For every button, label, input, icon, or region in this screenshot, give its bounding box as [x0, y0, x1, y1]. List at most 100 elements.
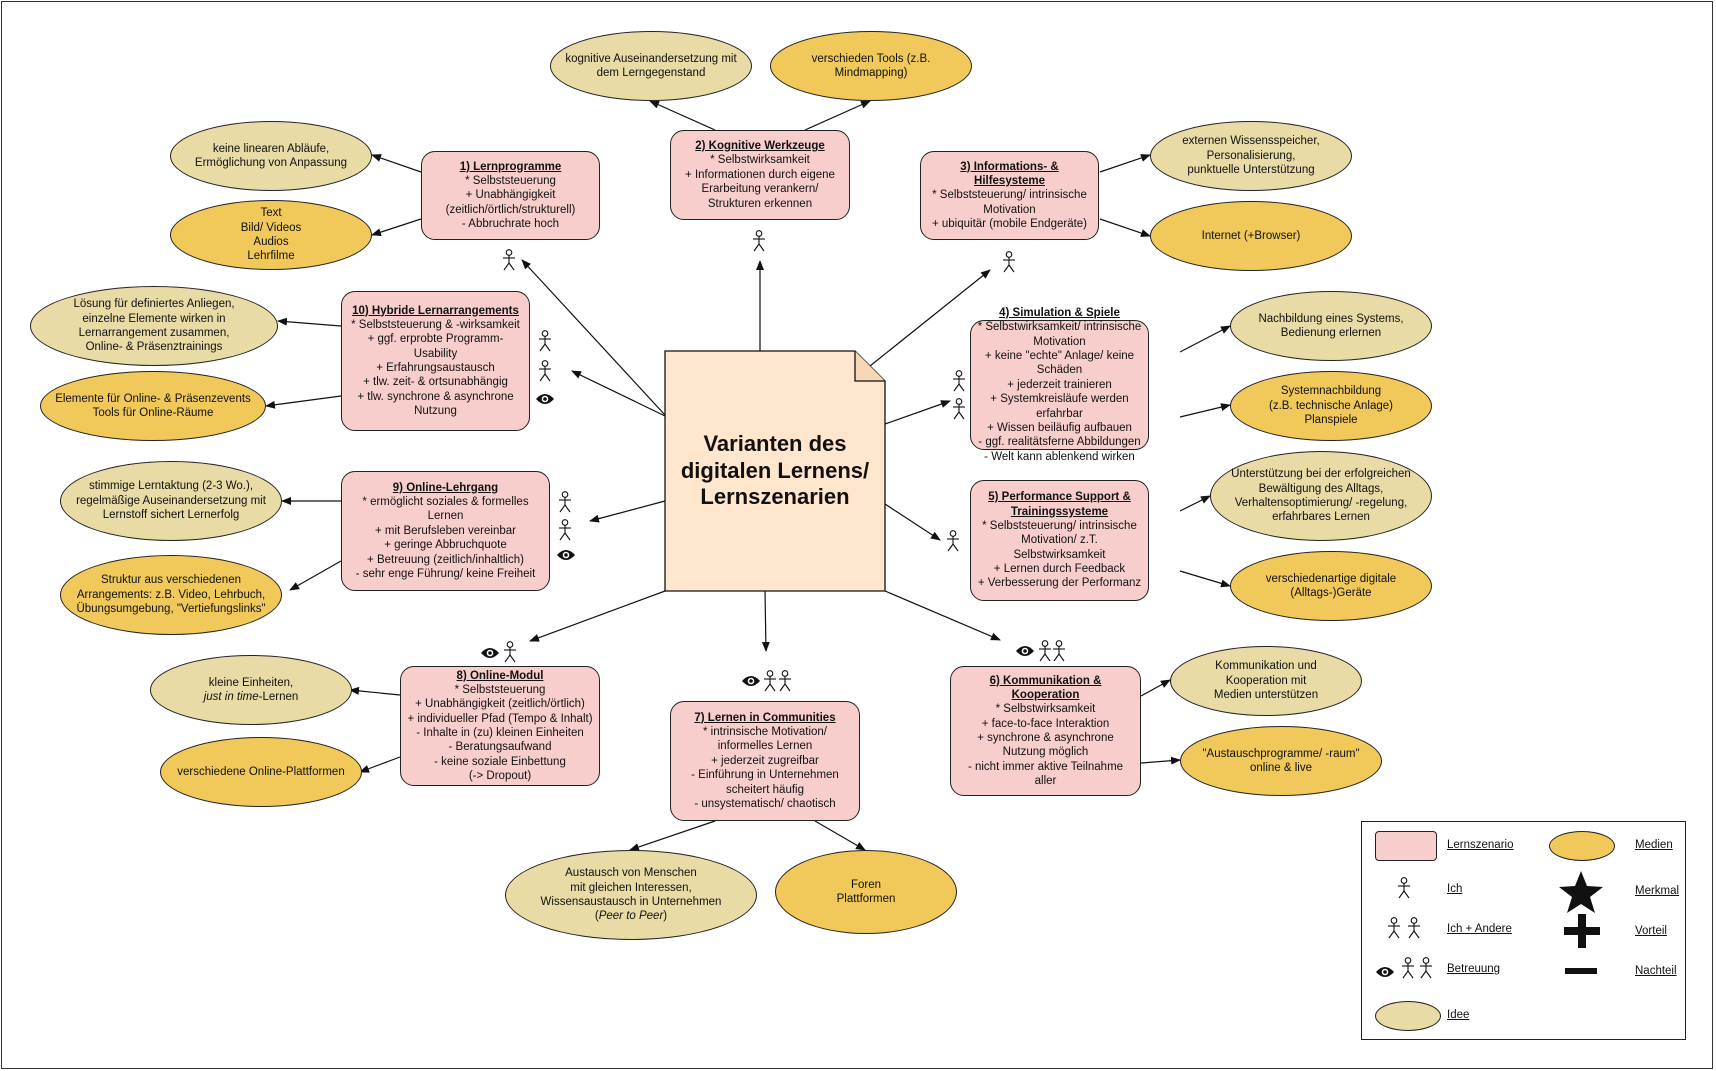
scenario-line: + Betreuung (zeitlich/inhaltlich) [367, 553, 524, 566]
scenario-line: - sehr enge Führung/ keine Freiheit [355, 567, 536, 580]
center-document-shape [664, 350, 886, 592]
ellipse-line: verschieden Tools (z.B. [811, 52, 931, 65]
idea-ellipse-7: Nachbildung eines Systems,Bedienung erle… [1230, 291, 1432, 361]
legend-advantage-label: Vorteil [1635, 925, 1667, 937]
scenario-line: + Erfahrungsaustausch [376, 362, 495, 374]
scenario-line: Nutzung [414, 405, 457, 418]
scenario-line: + keine "echte" Anlage/ keine Schäden [984, 350, 1135, 377]
scenario-line: * Selbststeuerung [465, 174, 556, 187]
ellipse-line: Lösung für definiertes Anliegen, [73, 298, 235, 311]
scenario-line: (-> Dropout) [468, 770, 532, 783]
center-title-line-3: Lernszenarien [700, 484, 850, 510]
scenario-title: 6) Kommunikation & Kooperation [989, 674, 1102, 701]
ellipse-line: keine linearen Abläufe, [212, 142, 330, 155]
edge-center-7 [761, 590, 770, 652]
ellipse-line: kognitive Auseinandersetzung mit [565, 52, 737, 65]
scenario-line: + Unabhängigkeit [465, 189, 556, 202]
center-title-line-1: Varianten des [703, 431, 847, 457]
scenario-line: - Welt kann ablenkend wirken [984, 450, 1135, 463]
scenario-line: - ggf. realitätsferne Abbildungen [978, 436, 1141, 449]
edge-center-3 [869, 269, 991, 367]
ellipse-line: (Peer to Peer) [594, 910, 668, 923]
media-ellipse-16: verschiedene Online-Plattformen [160, 737, 362, 807]
edge-1-idea [371, 154, 422, 173]
scenario-line: aller [1034, 775, 1057, 788]
edge-8-media [359, 756, 401, 773]
edge-center-10 [571, 370, 666, 417]
legend-minus-icon [1565, 962, 1599, 980]
scenario-line: + ubiquitär (mobile Endgeräte) [931, 218, 1088, 231]
ellipse-line: kleine Einheiten, [208, 676, 294, 689]
edge-4-media [1179, 403, 1231, 418]
scenario-line: + tlw. synchrone & asynchrone [357, 390, 514, 403]
media-ellipse-4: verschieden Tools (z.B. Mindmapping) [770, 31, 972, 101]
scenario-box-6: 6) Kommunikation & Kooperation * Selbstwi… [950, 666, 1141, 796]
scenario-line: - nicht immer aktive Teilnahme [967, 760, 1124, 773]
eye-icon [480, 646, 500, 665]
scenario-title: 3) Informations- & Hilfesysteme [960, 160, 1059, 187]
scenario-line: * intrinsische Motivation/ [703, 726, 827, 739]
scenario-line: * Selbstwirksamkeit/ intrinsische [977, 321, 1142, 334]
legend-star-icon [1557, 870, 1605, 919]
scenario-line: * Selbststeuerung/ intrinsische [932, 189, 1087, 202]
scenario-line: * Selbstwirksamkeit [710, 154, 810, 167]
scenario-title: 2) Kognitive Werkzeuge [695, 140, 825, 153]
ellipse-line: just in time-Lernen [203, 691, 299, 703]
scenario-line: Motivation/ z.T. Selbstwirksamkeit [1013, 534, 1106, 561]
edge-10-idea [277, 317, 342, 327]
person-icon [778, 670, 792, 697]
edge-5-idea [1179, 495, 1211, 512]
ellipse-line: regelmäßige Auseinandersetzung mit [76, 494, 266, 507]
scenario-line: scheitert häufig [726, 783, 804, 796]
scenario-title: 10) Hybride Lernarrangements [352, 304, 519, 317]
ellipse-line: Kommunikation und Kooperation mit [1215, 660, 1317, 687]
scenario-line: + jederzeit trainieren [1007, 378, 1112, 391]
person-icon [752, 230, 766, 257]
scenario-box-2: 2) Kognitive Werkzeuge* Selbstwirksamkei… [670, 130, 850, 220]
scenario-box-1: 1) Lernprogramme* Selbststeuerung+ Unabh… [421, 151, 600, 240]
idea-ellipse-5: externen Wissensspeicher,Personalisierun… [1150, 121, 1352, 191]
ellipse-line: Mindmapping) [834, 67, 908, 79]
scenario-line: + Informationen durch eigene [685, 168, 835, 181]
scenario-line: * Selbststeuerung/ intrinsische [982, 519, 1137, 532]
legend-media-swatch [1549, 831, 1615, 861]
scenario-box-4: 4) Simulation & Spiele * Selbstwirksamkei… [970, 307, 1149, 463]
scenario-title: 4) Simulation & Spiele [999, 306, 1120, 319]
person-icon [763, 670, 777, 697]
ellipse-line: Planspiele [1304, 414, 1358, 427]
ellipse-line: mit gleichen Interessen, [570, 881, 692, 894]
scenario-line: * Selbststeuerung [454, 683, 546, 696]
edge-4-idea [1179, 325, 1231, 353]
person-icon [558, 519, 572, 546]
ellipse-line: Lernstoff sichert Lernerfolg [102, 509, 240, 522]
legend-person-pair-icon [1387, 917, 1421, 944]
ellipse-line: Tools für Online-Räume [92, 407, 214, 419]
legend-idea-label: Idee [1447, 1009, 1470, 1021]
edge-center-1 [521, 259, 666, 416]
scenario-line: - unsystematisch/ chaotisch [694, 797, 836, 810]
legend-feature-label: Merkmal [1635, 885, 1680, 897]
scenario-line: + ggf. erprobte Programm-Usability [367, 333, 504, 360]
scenario-line: * ermöglicht soziales & formelles [362, 496, 529, 509]
edge-center-5 [884, 503, 941, 541]
edge-8-idea [349, 686, 401, 696]
scenario-line: Motivation [1033, 335, 1086, 348]
ellipse-line: online & live [1249, 762, 1312, 774]
scenario-line: * Selbstwirksamkeit [995, 703, 1096, 716]
ellipse-line: einzelne Elemente wirken in [82, 312, 226, 325]
person-icon [952, 398, 966, 425]
ellipse-line: Plattformen [836, 893, 896, 905]
ellipse-line: Lernarrangement zusammen, [78, 327, 230, 339]
ellipse-line: punktuelle Unterstützung [1187, 164, 1315, 177]
media-ellipse-10: verschiedenartige digitale(Alltags-)Gerä… [1230, 551, 1432, 621]
scenario-box-9: 9) Online-Lehrgang* ermöglicht soziales … [341, 471, 550, 591]
idea-ellipse-1: keine linearen Abläufe,Ermöglichung von … [170, 121, 372, 191]
edge-7-media [814, 820, 866, 851]
ellipse-line: Internet (+Browser) [1201, 229, 1301, 242]
